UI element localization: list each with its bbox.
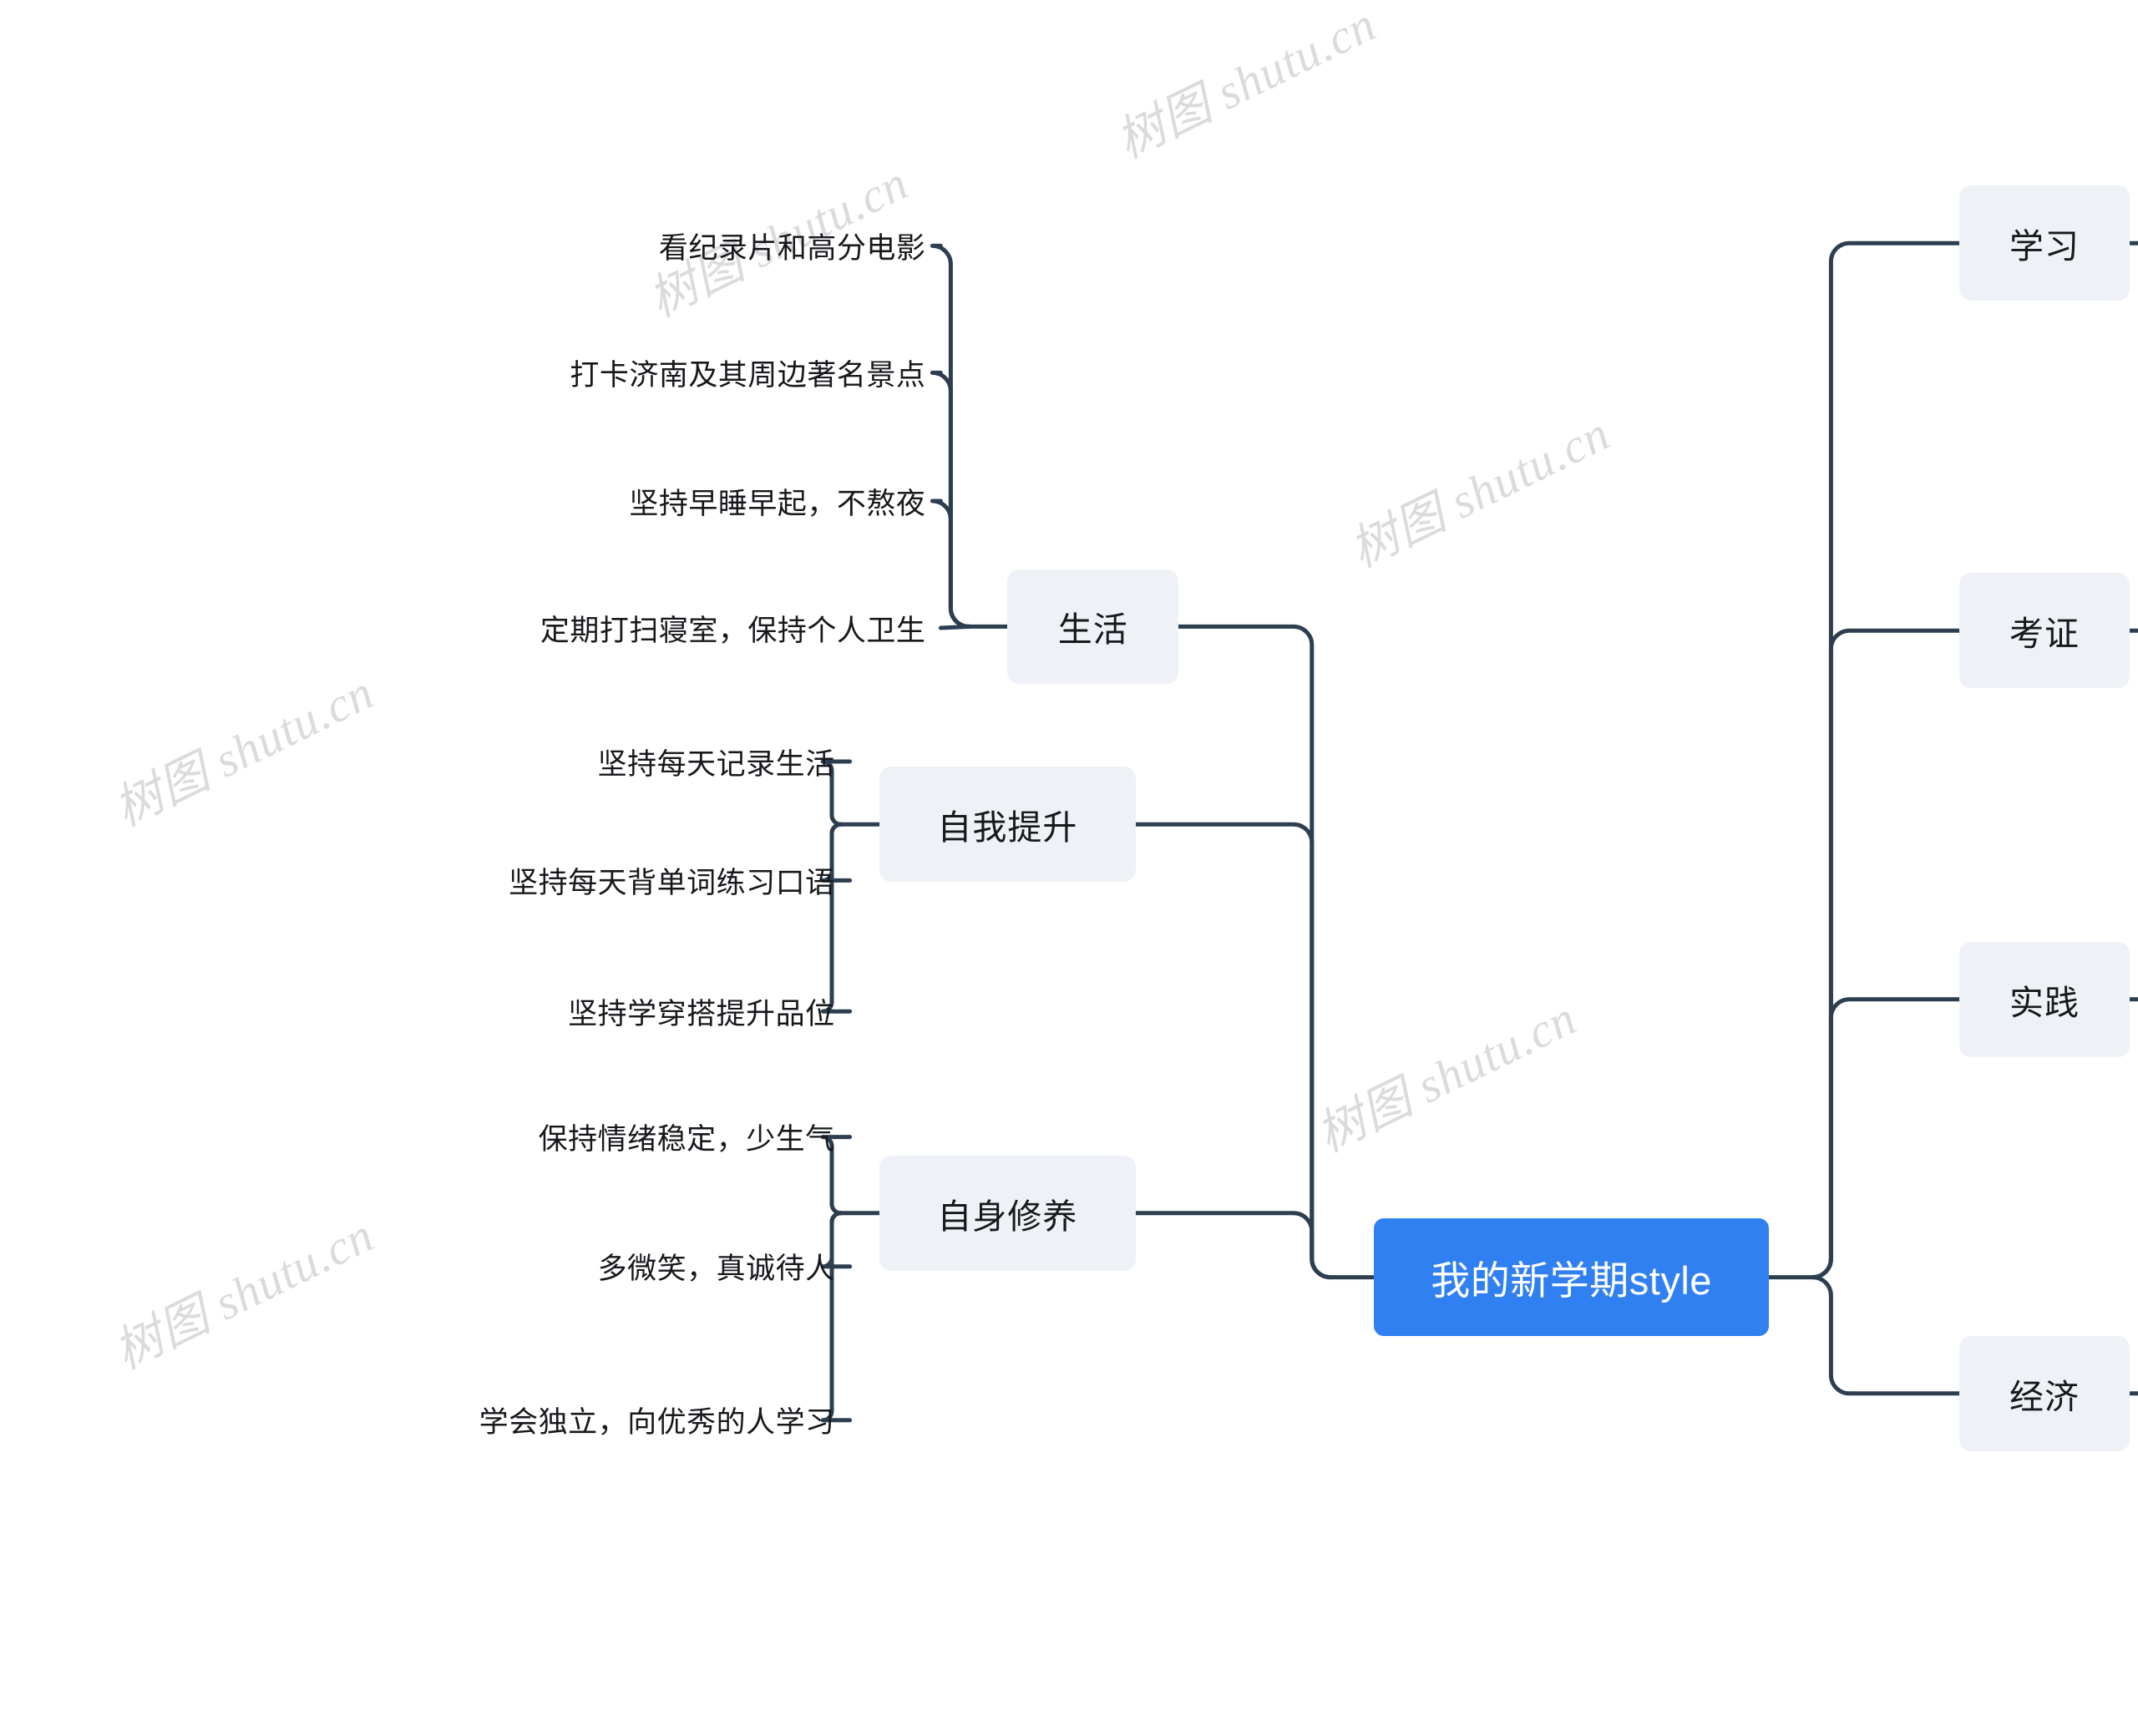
leaf-node-0-1-left[interactable]: 打卡济南及其周边著名景点 xyxy=(570,358,926,392)
leaf-node-1-1-left[interactable]: 坚持每天背单词练习口语 xyxy=(509,866,835,899)
leaf-node-2-0-left[interactable]: 保持情绪稳定，少生气 xyxy=(538,1123,835,1156)
leaf-node-0-2-left[interactable]: 坚持早睡早起，不熬夜 xyxy=(629,487,926,520)
branch-node-1-left[interactable]: 自我提升 xyxy=(879,767,1136,882)
leaf-node-2-2-left[interactable]: 学会独立，向优秀的人学习 xyxy=(479,1406,835,1440)
leaf-node-0-0-left[interactable]: 看纪录片和高分电影 xyxy=(658,231,926,265)
branch-node-2-right[interactable]: 实践 xyxy=(1958,942,2130,1057)
root-node[interactable]: 我的新学期style xyxy=(1373,1218,1770,1336)
branch-node-1-right[interactable]: 考证 xyxy=(1958,573,2130,688)
leaf-node-1-0-left[interactable]: 坚持每天记录生活 xyxy=(597,747,835,781)
branch-node-0-right[interactable]: 学习 xyxy=(1958,185,2130,301)
leaf-node-1-2-left[interactable]: 坚持学穿搭提升品位 xyxy=(568,997,835,1030)
branch-node-3-right[interactable]: 经济 xyxy=(1958,1336,2130,1451)
branch-node-0-left[interactable]: 生活 xyxy=(1007,569,1179,685)
leaf-node-0-3-left[interactable]: 定期打扫寝室，保持个人卫生 xyxy=(540,614,926,647)
branch-node-2-left[interactable]: 自身修养 xyxy=(879,1156,1136,1271)
leaf-node-2-1-left[interactable]: 多微笑，真诚待人 xyxy=(597,1253,835,1286)
